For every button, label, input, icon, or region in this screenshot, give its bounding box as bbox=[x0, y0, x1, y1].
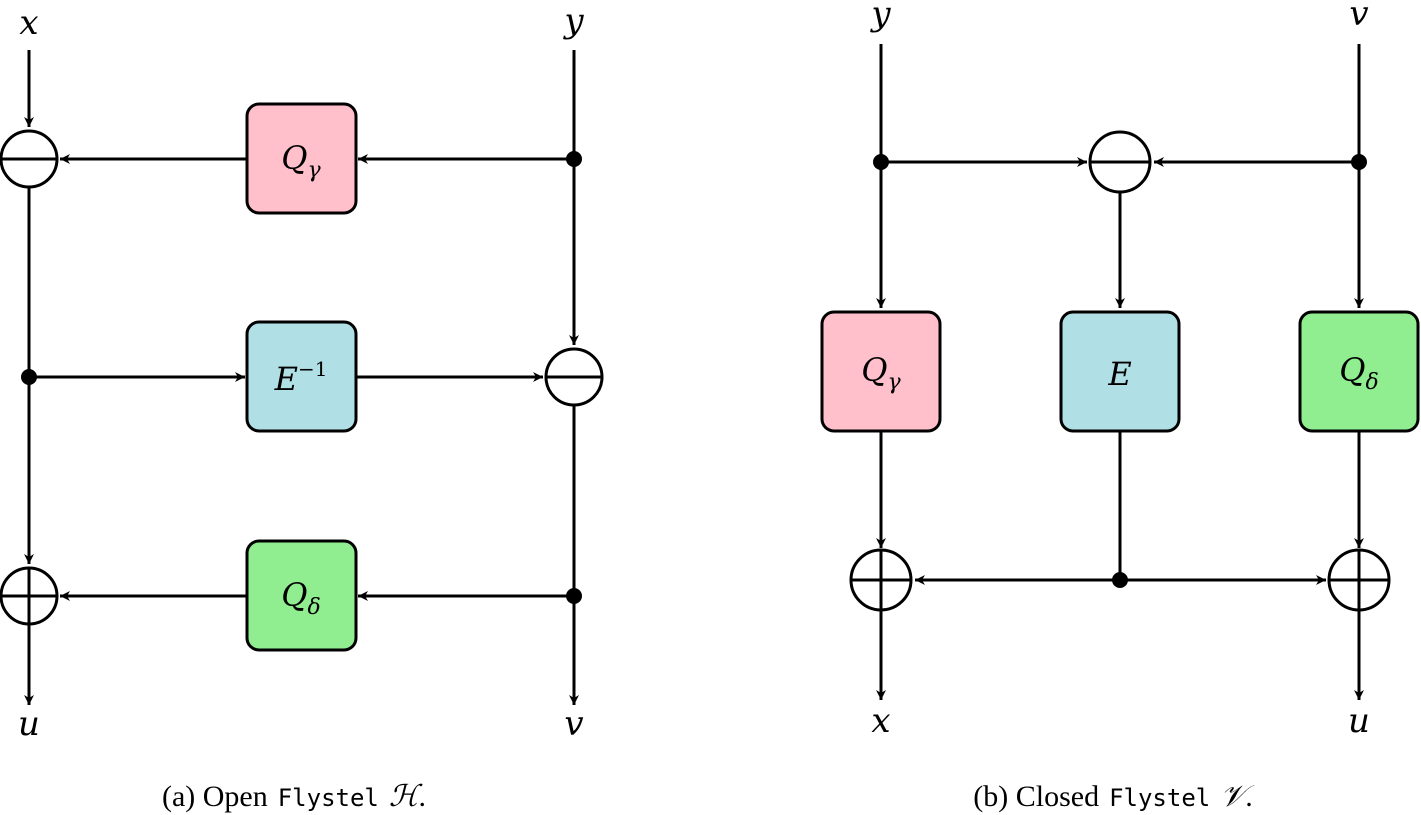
panel-a-caption-prefix: (a) Open bbox=[162, 780, 268, 813]
panel-b-q-gamma-main: Q bbox=[861, 351, 887, 389]
panel-b-e-rect bbox=[1059, 310, 1181, 433]
panel-a-add-node bbox=[0, 566, 59, 626]
panel-a-q-gamma-rect bbox=[245, 102, 358, 215]
panel-b-q-delta-sub: δ bbox=[1365, 370, 1378, 395]
panel-b-q-gamma-rect bbox=[820, 310, 942, 433]
panel-a-output-v: v bbox=[564, 704, 583, 744]
panel-a-q-gamma-sub: γ bbox=[308, 158, 322, 183]
panel-b-input-v: v bbox=[1349, 0, 1368, 34]
panel-b-junction-bottom bbox=[1112, 572, 1128, 588]
svg-text:E−1: E−1 bbox=[274, 357, 328, 398]
svg-text:Qδ: Qδ bbox=[1339, 351, 1378, 395]
panel-b-add-node-left bbox=[849, 548, 913, 612]
panel-b-q-gamma-sub: γ bbox=[888, 370, 902, 395]
panel-a-e-inverse-sup: −1 bbox=[298, 357, 327, 381]
panel-b-q-delta-box: Qδ bbox=[1298, 310, 1420, 433]
panel-b-junction-right bbox=[1351, 154, 1367, 170]
panel-b-input-y: y bbox=[869, 0, 891, 34]
panel-a-junction-mid bbox=[21, 369, 37, 385]
panel-a-input-x: x bbox=[19, 3, 38, 43]
panel-a-q-delta-sub: δ bbox=[307, 595, 320, 620]
panel-b-e-box: E bbox=[1059, 310, 1181, 433]
panel-a-q-delta-box: Qδ bbox=[245, 539, 358, 652]
panel-b-subtract-node bbox=[1088, 130, 1152, 194]
panel-b-junction-left bbox=[873, 154, 889, 170]
panel-a-caption-name: Flystel bbox=[278, 784, 379, 812]
panel-a-input-y: y bbox=[562, 1, 584, 41]
svg-text:Qδ: Qδ bbox=[281, 576, 320, 620]
panel-b: y v bbox=[820, 0, 1420, 814]
panel-a-subtract-node-mid bbox=[544, 347, 604, 407]
panel-b-q-delta-main: Q bbox=[1339, 351, 1365, 389]
panel-a-e-inverse-main: E bbox=[274, 360, 298, 398]
panel-a-q-gamma-box: Qγ bbox=[245, 102, 358, 215]
panel-b-q-gamma-box: Qγ bbox=[820, 310, 942, 433]
panel-a-caption-symbol: ℋ bbox=[389, 779, 423, 814]
panel-a-q-gamma-main: Q bbox=[281, 139, 307, 177]
panel-a-subtract-node-top bbox=[0, 129, 59, 189]
panel-b-output-x: x bbox=[871, 701, 890, 741]
panel-a-output-u: u bbox=[18, 704, 40, 744]
panel-b-output-u: u bbox=[1348, 701, 1370, 741]
panel-b-caption-suffix: . bbox=[1245, 780, 1253, 813]
panel-b-e-main: E bbox=[1107, 355, 1131, 393]
panel-a-e-inverse-rect bbox=[245, 320, 358, 433]
panel-b-q-delta-rect bbox=[1298, 310, 1420, 433]
panel-b-add-node-right bbox=[1327, 548, 1391, 612]
panel-a: x y bbox=[0, 1, 604, 814]
panel-a-caption-suffix: . bbox=[419, 780, 427, 813]
panel-a-junction-top bbox=[566, 151, 582, 167]
panel-a-q-delta-rect bbox=[245, 539, 358, 652]
panel-a-caption: (a) Open Flystel ℋ. bbox=[162, 779, 426, 814]
panel-a-e-inverse-box: E−1 bbox=[245, 320, 358, 433]
panel-a-q-delta-main: Q bbox=[281, 576, 307, 614]
svg-text:Qγ: Qγ bbox=[281, 139, 321, 183]
panel-b-caption-prefix: (b) Closed bbox=[973, 780, 1099, 813]
panel-b-caption-name: Flystel bbox=[1109, 784, 1210, 812]
panel-a-junction-bottom bbox=[566, 588, 582, 604]
svg-text:Qγ: Qγ bbox=[861, 351, 901, 395]
